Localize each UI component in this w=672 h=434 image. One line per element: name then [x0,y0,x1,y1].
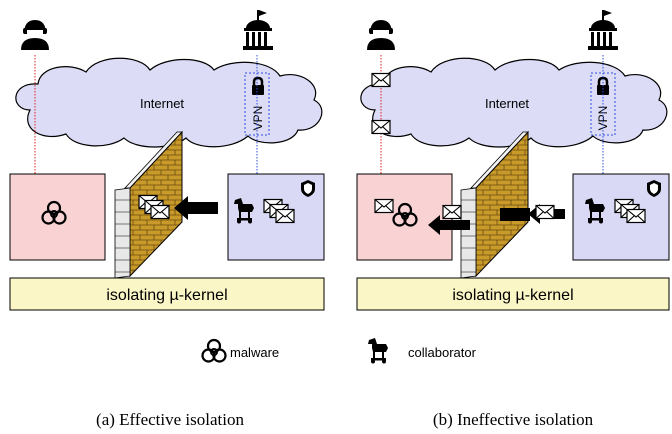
trojan-horse-icon [368,338,388,364]
attacker-icon [21,20,49,50]
government-building-icon [243,10,273,50]
kernel-bar [356,277,670,311]
attacker-icon [367,20,395,50]
panel-a: Internet VPN isolating µ-kernel [9,10,325,311]
leak-arrow-body [500,208,530,221]
envelope-icon [374,198,394,214]
leak-arrow [428,215,470,235]
malware-compartment [9,173,106,261]
government-building-icon [588,10,618,50]
legend-malware-label: malware [230,345,279,360]
envelope-icon [535,204,555,220]
legend-collaborator-label: collaborator [408,345,477,360]
envelope-icon [442,204,462,220]
internet-label: Internet [140,96,184,111]
firewall [460,130,529,279]
blocked-arrow [174,196,218,220]
envelope-icon [275,208,295,224]
caption-a: (a) Effective isolation [96,410,244,429]
envelope-icon [371,72,391,88]
envelope-icon [150,204,170,220]
kernel-label: isolating µ-kernel [452,287,573,304]
biohazard-icon [201,338,227,363]
vpn-label: VPN [251,106,265,131]
legend: malware collaborator [201,338,477,364]
internet-label: Internet [485,96,529,111]
kernel-label: isolating µ-kernel [106,287,227,304]
caption-b: (b) Ineffective isolation [433,410,594,429]
kernel-bar [9,277,325,311]
panel-b: Internet VPN isolating µ-kernel [356,10,670,311]
envelope-icon [626,208,646,224]
envelope-icon [371,119,391,135]
